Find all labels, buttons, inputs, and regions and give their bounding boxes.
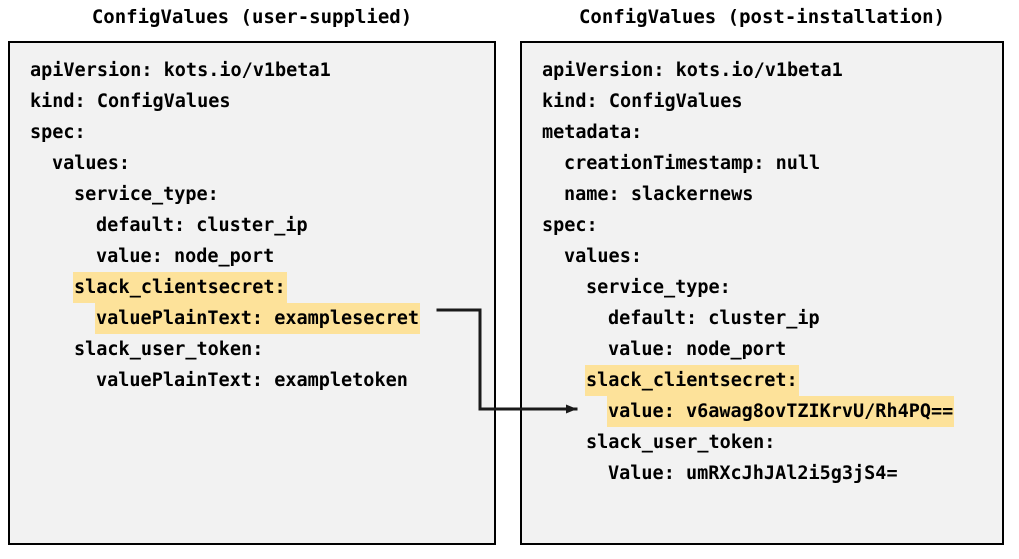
right-yaml-line: default: cluster_ip: [522, 303, 1002, 334]
left-yaml-line: default: cluster_ip: [10, 210, 494, 241]
left-yaml-line-text: kind: ConfigValues: [30, 91, 231, 112]
right-yaml-line: Value: umRXcJhJAl2i5g3jS4=: [522, 458, 1002, 489]
left-yaml-line: spec:: [10, 117, 494, 148]
left-yaml-line-text: slack_user_token:: [74, 339, 264, 360]
right-yaml-line-text: creationTimestamp: null: [564, 153, 821, 174]
left-yaml-lines: apiVersion: kots.io/v1beta1 kind: ConfigV…: [10, 43, 494, 396]
right-yaml-line-text: service_type:: [586, 277, 731, 298]
right-yaml-line-text: slack_clientsecret:: [585, 365, 799, 396]
right-yaml-line: values:: [522, 241, 1002, 272]
right-yaml-line: spec:: [522, 210, 1002, 241]
left-yaml-line: apiVersion: kots.io/v1beta1: [10, 55, 494, 86]
right-yaml-line-text: default: cluster_ip: [608, 308, 820, 329]
left-yaml-line-text: values:: [52, 153, 130, 174]
left-yaml-line-text: valuePlainText: exampletoken: [96, 370, 408, 391]
left-yaml-line-text: spec:: [30, 122, 86, 143]
right-yaml-line: slack_clientsecret:: [522, 365, 1002, 396]
left-yaml-line: kind: ConfigValues: [10, 86, 494, 117]
right-config-values-box: apiVersion: kots.io/v1beta1 kind: ConfigV…: [520, 41, 1004, 545]
right-yaml-line-text: metadata:: [542, 122, 643, 143]
right-yaml-line-text: spec:: [542, 215, 598, 236]
left-yaml-line: valuePlainText: exampletoken: [10, 365, 494, 396]
left-yaml-line-text: value: node_port: [96, 246, 275, 267]
right-yaml-line-text: value: node_port: [608, 339, 787, 360]
right-yaml-lines: apiVersion: kots.io/v1beta1 kind: ConfigV…: [522, 43, 1002, 489]
right-yaml-line: apiVersion: kots.io/v1beta1: [522, 55, 1002, 86]
left-panel-title: ConfigValues (user-supplied): [91, 6, 413, 28]
right-yaml-line-text: apiVersion: kots.io/v1beta1: [542, 60, 843, 81]
left-yaml-line-text: default: cluster_ip: [96, 215, 308, 236]
right-yaml-line-text: name: slackernews: [564, 184, 754, 205]
right-yaml-line: metadata:: [522, 117, 1002, 148]
right-yaml-line-text: values:: [564, 246, 642, 267]
right-yaml-line: slack_user_token:: [522, 427, 1002, 458]
left-yaml-line: slack_clientsecret:: [10, 272, 494, 303]
left-yaml-line-text: apiVersion: kots.io/v1beta1: [30, 60, 331, 81]
right-yaml-line: kind: ConfigValues: [522, 86, 1002, 117]
right-panel-title: ConfigValues (post-installation): [578, 6, 946, 28]
right-yaml-line: value: node_port: [522, 334, 1002, 365]
left-yaml-line: valuePlainText: examplesecret: [10, 303, 494, 334]
left-yaml-line: service_type:: [10, 179, 494, 210]
left-yaml-line: value: node_port: [10, 241, 494, 272]
right-yaml-line-text: kind: ConfigValues: [542, 91, 743, 112]
right-yaml-line-text: value: v6awag8ovTZIKrvU/Rh4PQ==: [607, 396, 955, 427]
right-yaml-line: service_type:: [522, 272, 1002, 303]
left-yaml-line: slack_user_token:: [10, 334, 494, 365]
right-yaml-line: value: v6awag8ovTZIKrvU/Rh4PQ==: [522, 396, 1002, 427]
right-yaml-line: creationTimestamp: null: [522, 148, 1002, 179]
left-yaml-line-text: valuePlainText: examplesecret: [95, 303, 421, 334]
left-yaml-line: values:: [10, 148, 494, 179]
right-yaml-line: name: slackernews: [522, 179, 1002, 210]
right-yaml-line-text: slack_user_token:: [586, 432, 776, 453]
right-yaml-line-text: Value: umRXcJhJAl2i5g3jS4=: [608, 463, 898, 484]
left-config-values-box: apiVersion: kots.io/v1beta1 kind: ConfigV…: [8, 41, 496, 545]
left-yaml-line-text: slack_clientsecret:: [73, 272, 287, 303]
left-yaml-line-text: service_type:: [74, 184, 219, 205]
